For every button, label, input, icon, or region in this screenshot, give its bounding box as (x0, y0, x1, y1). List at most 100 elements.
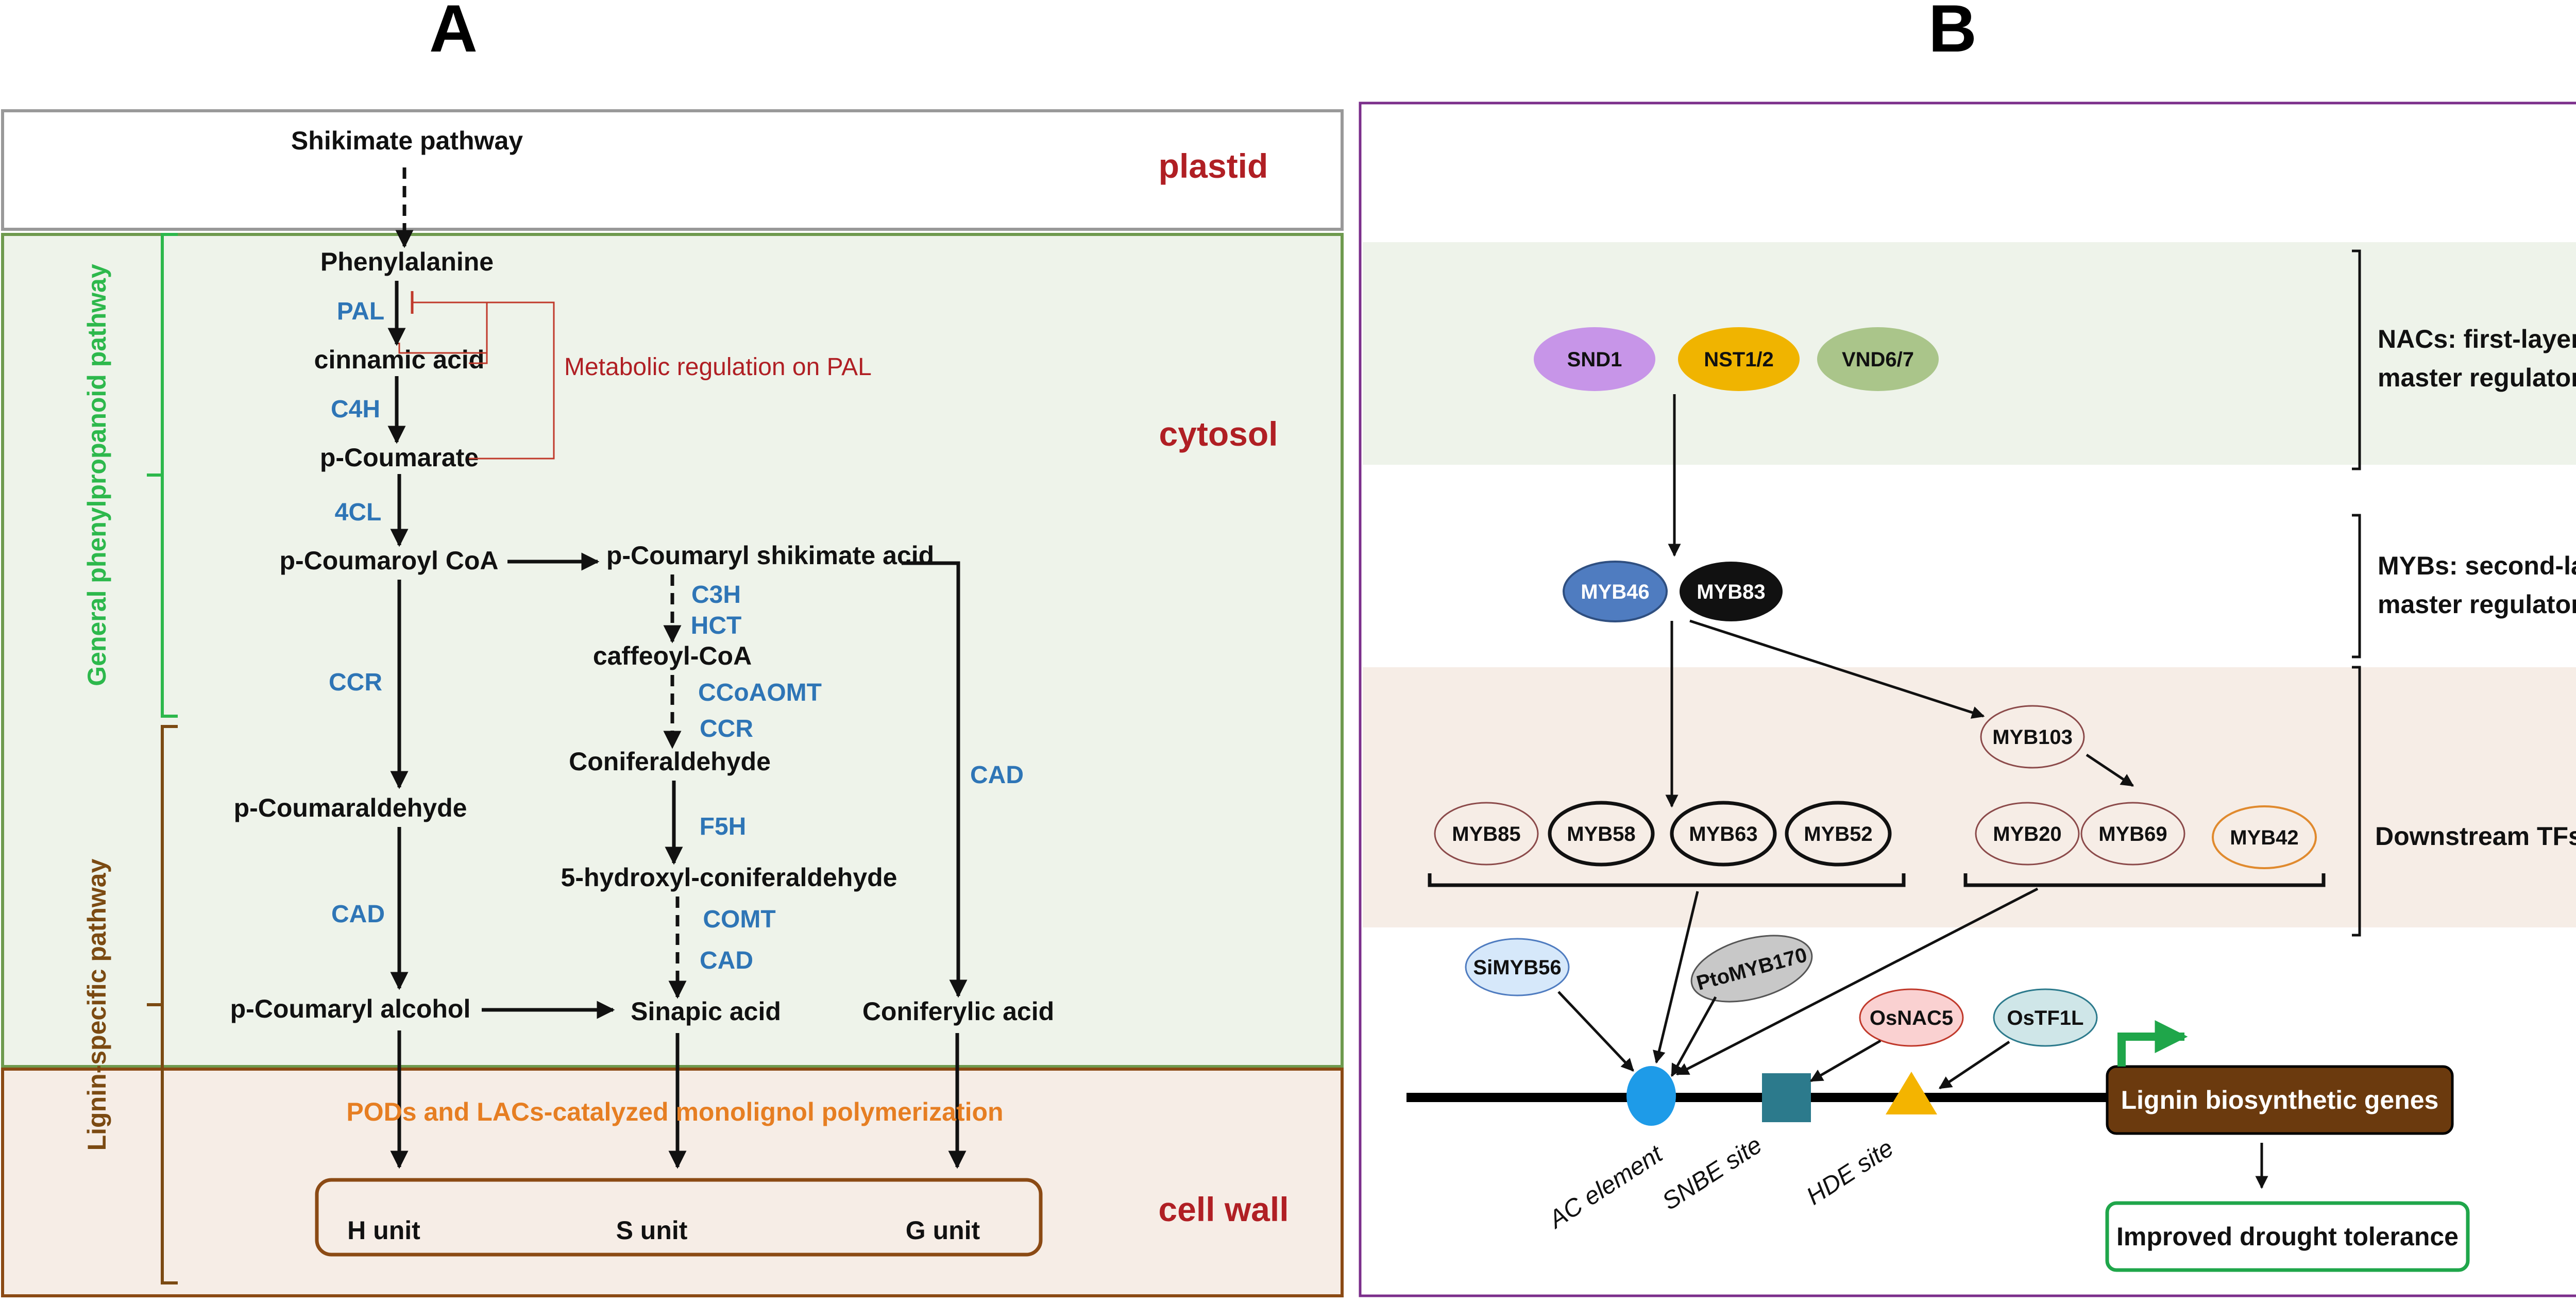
general-pathway-label: General phenylpropanoid pathway (82, 264, 111, 686)
tf-myb58: MYB58 (1548, 801, 1655, 867)
arrow-ostf1l-to-hde (1938, 1040, 2010, 1090)
p-coumaroyl-coa: p-Coumaroyl CoA (280, 546, 499, 575)
arrow-myb103-to-myb69 (2086, 753, 2134, 787)
tf-snd1-label: SND1 (1567, 348, 1622, 371)
general-pathway-bracket (147, 233, 178, 718)
enzyme-ccr-mid: CCR (700, 715, 753, 742)
lignin-genes-box (2106, 1065, 2454, 1135)
enzyme-cad-right: CAD (970, 762, 1024, 789)
nac-bracket (2352, 249, 2361, 470)
enzyme-pal: PAL (337, 298, 384, 325)
shikimate-pathway: Shikimate pathway (291, 126, 523, 155)
cytosol-label: cytosol (1159, 415, 1278, 453)
metabolic-regulation-label: Metabolic regulation on PAL (564, 353, 872, 381)
enzyme-cad-mid: CAD (700, 947, 753, 974)
tf-myb83: MYB83 (1680, 562, 1783, 621)
coniferaldehyde: Coniferaldehyde (569, 747, 771, 776)
polymerization-label: PODs and LACs-catalyzed monolignol polym… (346, 1097, 1003, 1126)
downstream-bracket (2352, 666, 2361, 937)
myb-label-line1: MYBs: second-layer (2378, 551, 2576, 580)
tf-myb52: MYB52 (1785, 801, 1892, 867)
monolignol-units-box (315, 1178, 1043, 1257)
caffeoyl-coa: caffeoyl-CoA (593, 641, 752, 670)
s-unit: S unit (616, 1216, 688, 1245)
tf-myb46: MYB46 (1563, 561, 1668, 622)
enzyme-c4h: C4H (331, 396, 380, 423)
group-bracket-left (1428, 873, 1906, 887)
metabolic-regulation: Metabolic regulation on PAL (398, 291, 872, 460)
arrow-shikimate-coniferylic (902, 561, 968, 998)
arrow-simyb56-to-ac (1557, 991, 1634, 1072)
p-coumaraldehyde: p-Coumaraldehyde (234, 793, 467, 822)
arrow-ptomyb170-to-ac (1670, 996, 1717, 1077)
arrow-group-right-to-ac (1675, 887, 2039, 1076)
phenylalanine: Phenylalanine (320, 247, 494, 276)
arrow-myb-to-myb103 (1689, 619, 1985, 719)
cell-wall-region (1, 1068, 1344, 1297)
transcription-start-arrow (2117, 1020, 2188, 1067)
tf-ostf1l-label: OsTF1L (2007, 1007, 2084, 1029)
tf-osnac5: OsNAC5 (1859, 988, 1964, 1047)
arrow-osnac5-to-snbe (1809, 1039, 1882, 1083)
tf-myb69-label: MYB69 (2098, 823, 2167, 846)
panel-b-label: B (1928, 0, 1977, 66)
tf-myb63-label: MYB63 (1689, 823, 1757, 846)
panel-a: plastid cytosol cell wall General phenyl… (1, 109, 1344, 1297)
myb-label-line2: master regulators (2378, 590, 2576, 619)
outcome-label: Improved drought tolerance (2116, 1222, 2459, 1251)
tf-myb63: MYB63 (1670, 801, 1777, 867)
snbe-site-shape (1762, 1073, 1811, 1122)
group-bracket-right (1963, 873, 2326, 887)
tf-myb85: MYB85 (1434, 802, 1539, 866)
tf-ptomyb170: PtoMYB170 (1690, 935, 1813, 1003)
tf-myb103-label: MYB103 (1992, 726, 2073, 749)
enzyme-comt: COMT (703, 906, 775, 933)
enzyme-c3h: C3H (691, 581, 741, 608)
tf-myb46-label: MYB46 (1581, 581, 1649, 603)
lignin-genes-label: Lignin biosynthetic genes (2121, 1086, 2439, 1114)
enzyme-f5h: F5H (700, 813, 747, 840)
hde-site-shape (1886, 1072, 1937, 1114)
enzyme-ccr-left: CCR (329, 669, 382, 696)
coniferylic-acid: Coniferylic acid (862, 997, 1054, 1026)
tf-myb20: MYB20 (1975, 802, 2080, 866)
tf-myb20-label: MYB20 (1993, 823, 2061, 846)
enzyme-cad-left: CAD (331, 901, 385, 928)
downstream-label: Downstream TFs (2375, 822, 2576, 851)
outcome-box (2105, 1201, 2470, 1272)
tf-myb85-label: MYB85 (1452, 823, 1520, 846)
h-unit: H unit (347, 1216, 420, 1245)
cytosol-region (1, 233, 1344, 1068)
panel-b: NACs: first-layer master regulators MYBs… (1359, 102, 2576, 1297)
tf-snd1: SND1 (1534, 327, 1655, 391)
nac-label-line2: master regulators (2378, 363, 2576, 392)
p-coumarate: p-Coumarate (320, 443, 479, 472)
p-coumaryl-shikimate-acid: p-Coumaryl shikimate acid (606, 541, 934, 570)
tf-osnac5-label: OsNAC5 (1870, 1007, 1953, 1029)
tf-myb83-label: MYB83 (1697, 581, 1765, 603)
nac-label-line1: NACs: first-layer (2378, 325, 2576, 353)
tf-myb58-label: MYB58 (1567, 823, 1635, 846)
tf-myb103: MYB103 (1980, 705, 2085, 769)
tf-vnd67-label: VND6/7 (1842, 348, 1914, 371)
arrow-group-left-to-ac (1653, 891, 1699, 1064)
tf-nst12-label: NST1/2 (1704, 348, 1774, 371)
tf-myb69: MYB69 (2080, 802, 2185, 866)
lignin-pathway-bracket (147, 725, 178, 1284)
enzyme-4cl: 4CL (335, 499, 382, 526)
p-coumaryl-alcohol: p-Coumaryl alcohol (230, 994, 471, 1023)
plastid-region (1, 109, 1344, 231)
tf-myb52-label: MYB52 (1804, 823, 1872, 846)
tf-ostf1l: OsTF1L (1993, 988, 2098, 1047)
tf-nst12: NST1/2 (1678, 327, 1800, 391)
myb-bracket (2352, 514, 2361, 658)
panel-a-label: A (429, 0, 478, 66)
downstream-layer-band (1363, 667, 2576, 927)
enzyme-ccoaomt: CCoAOMT (698, 679, 822, 706)
g-unit: G unit (906, 1216, 980, 1245)
sinapic-acid: Sinapic acid (631, 997, 781, 1026)
tf-vnd67: VND6/7 (1817, 327, 1939, 391)
5-hydroxyl-coniferaldehyde: 5-hydroxyl-coniferaldehyde (561, 863, 897, 892)
tf-simyb56: SiMYB56 (1465, 938, 1570, 996)
